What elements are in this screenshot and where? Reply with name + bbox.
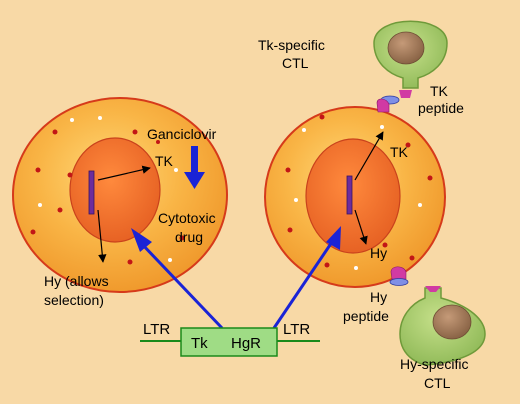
vector-construct: LTR Tk HgR LTR bbox=[140, 321, 320, 357]
tk-specific-ctl bbox=[373, 20, 448, 89]
ganciclovir-label: Ganciclovir bbox=[147, 126, 217, 142]
left-granules bbox=[30, 116, 185, 265]
tk-ctl-label-2: CTL bbox=[282, 55, 309, 71]
ganciclovir-arrow bbox=[184, 146, 205, 189]
tk-ctl-label-1: Tk-specific bbox=[258, 37, 325, 53]
left-nucleus bbox=[69, 137, 161, 243]
tk-peptide-label-1: TK bbox=[430, 83, 449, 99]
ltr-right-label: LTR bbox=[283, 321, 310, 338]
cytotoxic-label-1: Cytotoxic bbox=[158, 210, 216, 226]
hgr-gene-label: HgR bbox=[231, 335, 261, 352]
hy-peptide-label-1: Hy bbox=[370, 289, 387, 305]
tk-peptide-label-2: peptide bbox=[418, 100, 464, 116]
hy-left-label-2: selection) bbox=[44, 292, 104, 308]
tk-label-left: TK bbox=[155, 153, 174, 169]
left-cell bbox=[12, 97, 228, 293]
tk-gene-label: Tk bbox=[191, 335, 208, 352]
tk-label-right: TK bbox=[390, 144, 409, 160]
mhc-peptide-icon-top bbox=[376, 90, 412, 113]
transduction-arrow bbox=[272, 226, 341, 329]
right-gene-bar bbox=[346, 175, 353, 215]
hy-ctl-label-2: CTL bbox=[424, 375, 451, 391]
hy-label-right: Hy bbox=[370, 245, 387, 261]
hy-left-label-1: Hy (allows bbox=[44, 273, 109, 289]
cytotoxic-label-2: drug bbox=[175, 229, 203, 245]
hy-specific-ctl bbox=[399, 287, 486, 366]
ltr-left-label: LTR bbox=[143, 321, 170, 338]
right-granules bbox=[285, 114, 433, 270]
left-gene-bar bbox=[88, 170, 95, 215]
mhc-peptide-icon-bottom bbox=[389, 266, 441, 292]
right-nucleus bbox=[305, 138, 401, 254]
selection-arrow bbox=[131, 228, 224, 330]
hy-ctl-label-1: Hy-specific bbox=[400, 356, 468, 372]
hy-peptide-label-2: peptide bbox=[343, 308, 389, 324]
construct-box bbox=[180, 327, 278, 357]
right-cell bbox=[264, 106, 446, 288]
